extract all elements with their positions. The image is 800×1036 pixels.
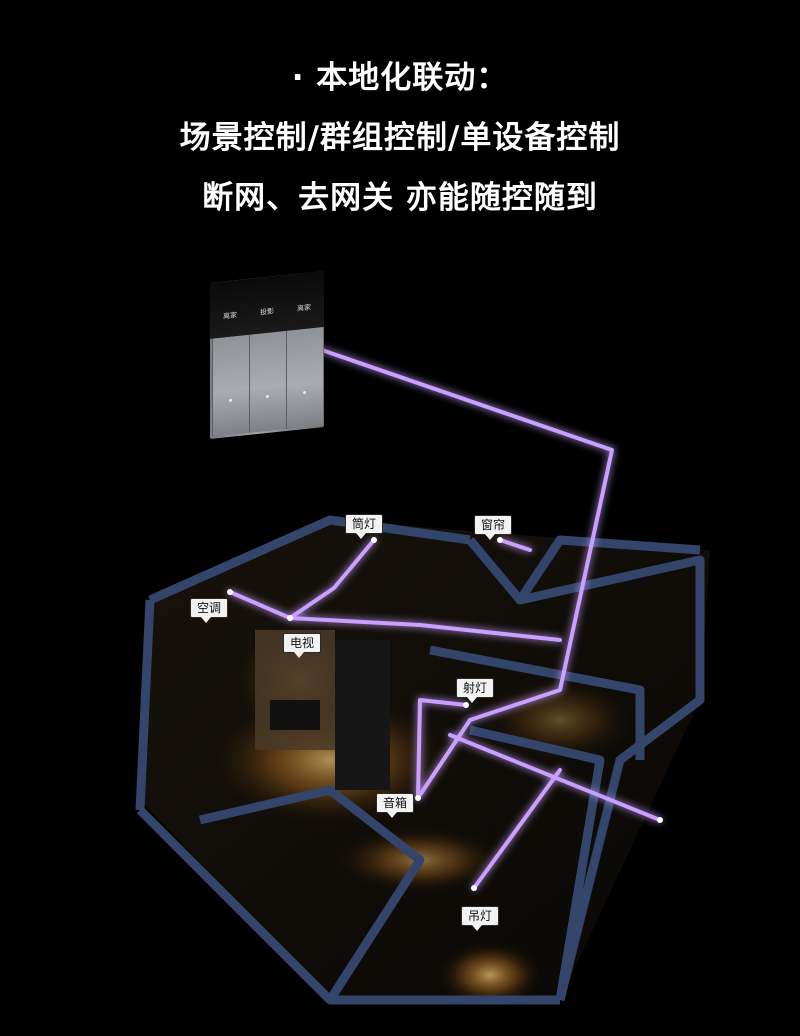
link-ac — [228, 590, 562, 642]
key-indicator-dot — [229, 398, 232, 403]
dot-downlight — [371, 537, 377, 543]
dot-ac — [227, 589, 233, 595]
warm-light-pendant-room — [435, 940, 545, 1010]
label-tv: 电视 — [283, 633, 322, 658]
tv-screen — [270, 700, 320, 730]
dark-panel — [335, 640, 390, 790]
label-pendant: 吊灯 — [461, 906, 500, 931]
link-curtain — [498, 538, 532, 552]
label-speaker: 音箱 — [376, 793, 415, 818]
switch-key-1 — [212, 334, 249, 437]
headline-line-2: 场景控制/群组控制/单设备控制 — [179, 120, 621, 156]
wall-switch-panel: 离家 投影 离家 — [210, 271, 324, 439]
dot-speaker — [415, 795, 421, 801]
headline-line-3: 断网、去网关 亦能随控随到 — [202, 180, 598, 216]
link-downlight — [288, 538, 376, 620]
dot-bedroom — [657, 817, 663, 823]
label-ac: 空调 — [190, 598, 229, 623]
label-curtain: 窗帘 — [474, 515, 513, 540]
dot-curtain — [497, 537, 503, 543]
switch-key-2 — [249, 331, 286, 433]
label-downlight: 筒灯 — [345, 514, 384, 539]
headline-line-1: · 本地化联动： — [291, 60, 509, 96]
link-spotlight — [416, 698, 468, 800]
dot-spotlight — [463, 702, 469, 708]
connection-lines — [228, 346, 662, 890]
key-indicator-dot — [266, 394, 269, 399]
dot-pendant — [471, 885, 477, 891]
key-indicator-dot — [303, 390, 306, 395]
switch-key-3 — [286, 327, 323, 430]
dot-tv — [287, 615, 293, 621]
label-spotlight: 射灯 — [456, 678, 495, 703]
link-pendant — [472, 768, 562, 890]
link-switch-trunk — [314, 346, 614, 800]
